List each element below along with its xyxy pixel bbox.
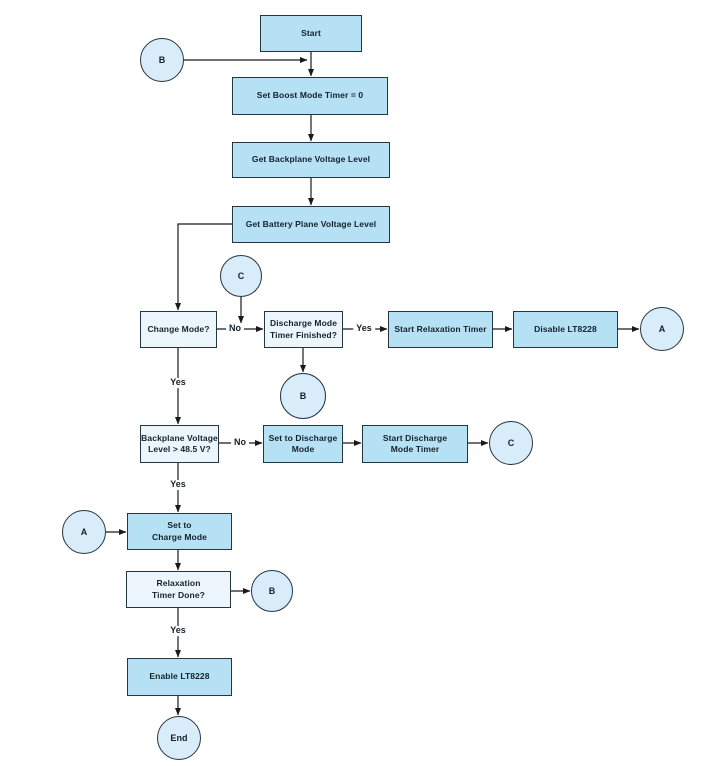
node-disable-lt8228: Disable LT8228 <box>513 311 618 348</box>
connector-circle-b-mid: B <box>280 373 326 419</box>
connector-circle-b-top: B <box>140 38 184 82</box>
node-start-relaxation-timer: Start Relaxation Timer <box>388 311 493 348</box>
node-backplane-voltage: Backplane Voltage Level > 48.5 V? <box>140 425 219 463</box>
node-discharge-timer-finished: Discharge Mode Timer Finished? <box>264 311 343 348</box>
node-relaxation-timer-done: Relaxation Timer Done? <box>126 571 231 608</box>
node-set-discharge-mode: Set to Discharge Mode <box>263 425 343 463</box>
node-get-battery: Get Battery Plane Voltage Level <box>232 206 390 243</box>
node-set-boost-timer: Set Boost Mode Timer = 0 <box>232 77 388 115</box>
edge-label-no-backplane-volt: No <box>231 437 249 448</box>
node-get-backplane: Get Backplane Voltage Level <box>232 142 390 178</box>
node-set-charge-mode: Set to Charge Mode <box>127 513 232 550</box>
edge-label-no-change-mode: No <box>226 323 244 334</box>
node-change-mode: Change Mode? <box>140 311 217 348</box>
edge-battery-to-changemode <box>175 223 232 311</box>
edge-label-yes-backplane-volt: Yes <box>167 479 189 490</box>
edge-label-yes-relaxation: Yes <box>167 625 189 636</box>
node-enable-lt8228: Enable LT8228 <box>127 658 232 696</box>
edge-label-yes-change-mode: Yes <box>167 377 189 388</box>
connector-circle-c-right: C <box>489 421 533 465</box>
connector-circle-b-right: B <box>251 570 293 612</box>
connector-circle-c-top: C <box>220 255 262 297</box>
node-start-discharge-timer: Start Discharge Mode Timer <box>362 425 468 463</box>
node-start: Start <box>260 15 362 52</box>
connector-circle-a-left: A <box>62 510 106 554</box>
connector-circle-a-right: A <box>640 307 684 351</box>
edge-label-yes-discharge: Yes <box>353 323 375 334</box>
connector-circle-end: End <box>157 716 201 760</box>
